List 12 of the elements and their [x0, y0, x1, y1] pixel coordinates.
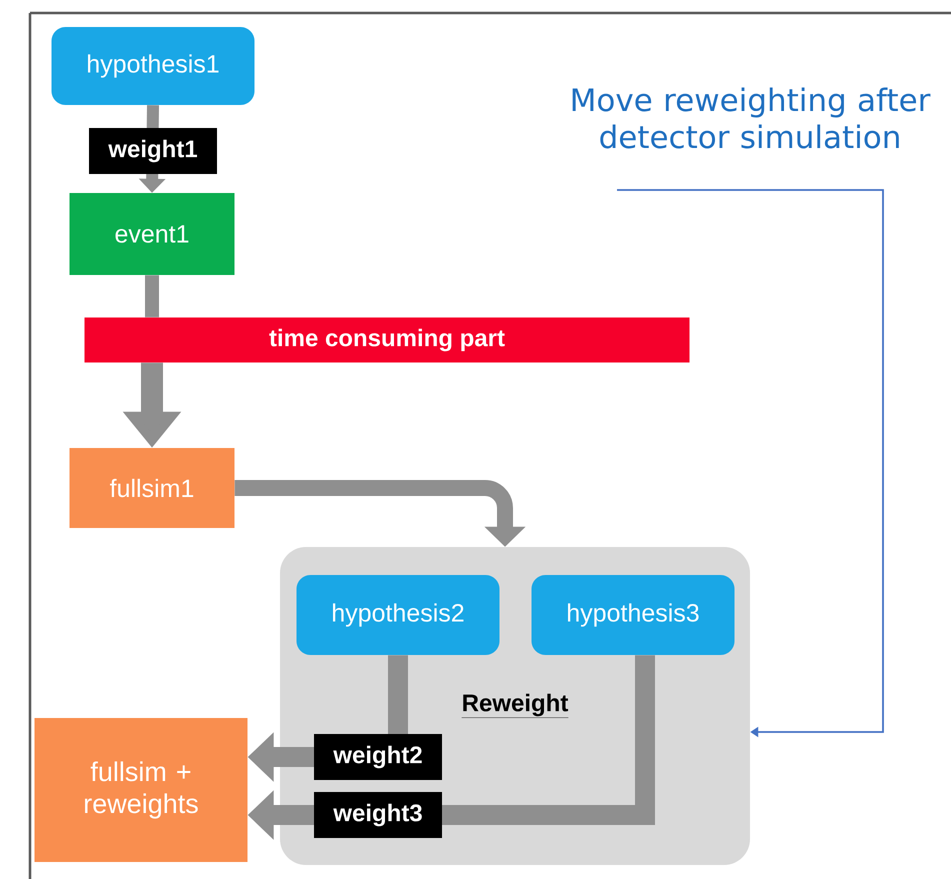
hypothesis-box: hypothesis3 — [532, 575, 734, 655]
edge-label: weight1 — [89, 128, 217, 174]
hypothesis-box: hypothesis2 — [296, 575, 500, 655]
arrow — [617, 189, 884, 738]
band: time consuming part — [84, 318, 690, 362]
edge-label: weight3 — [314, 792, 442, 838]
hypothesis-box: hypothesis1 — [52, 27, 254, 105]
result-box: fullsim + reweights — [34, 718, 248, 862]
fullsim-box: fullsim1 — [70, 448, 234, 528]
event-box: event1 — [70, 193, 234, 275]
edge-label: weight2 — [314, 734, 442, 780]
note-text: Move reweighting after detector simulation — [572, 88, 930, 148]
